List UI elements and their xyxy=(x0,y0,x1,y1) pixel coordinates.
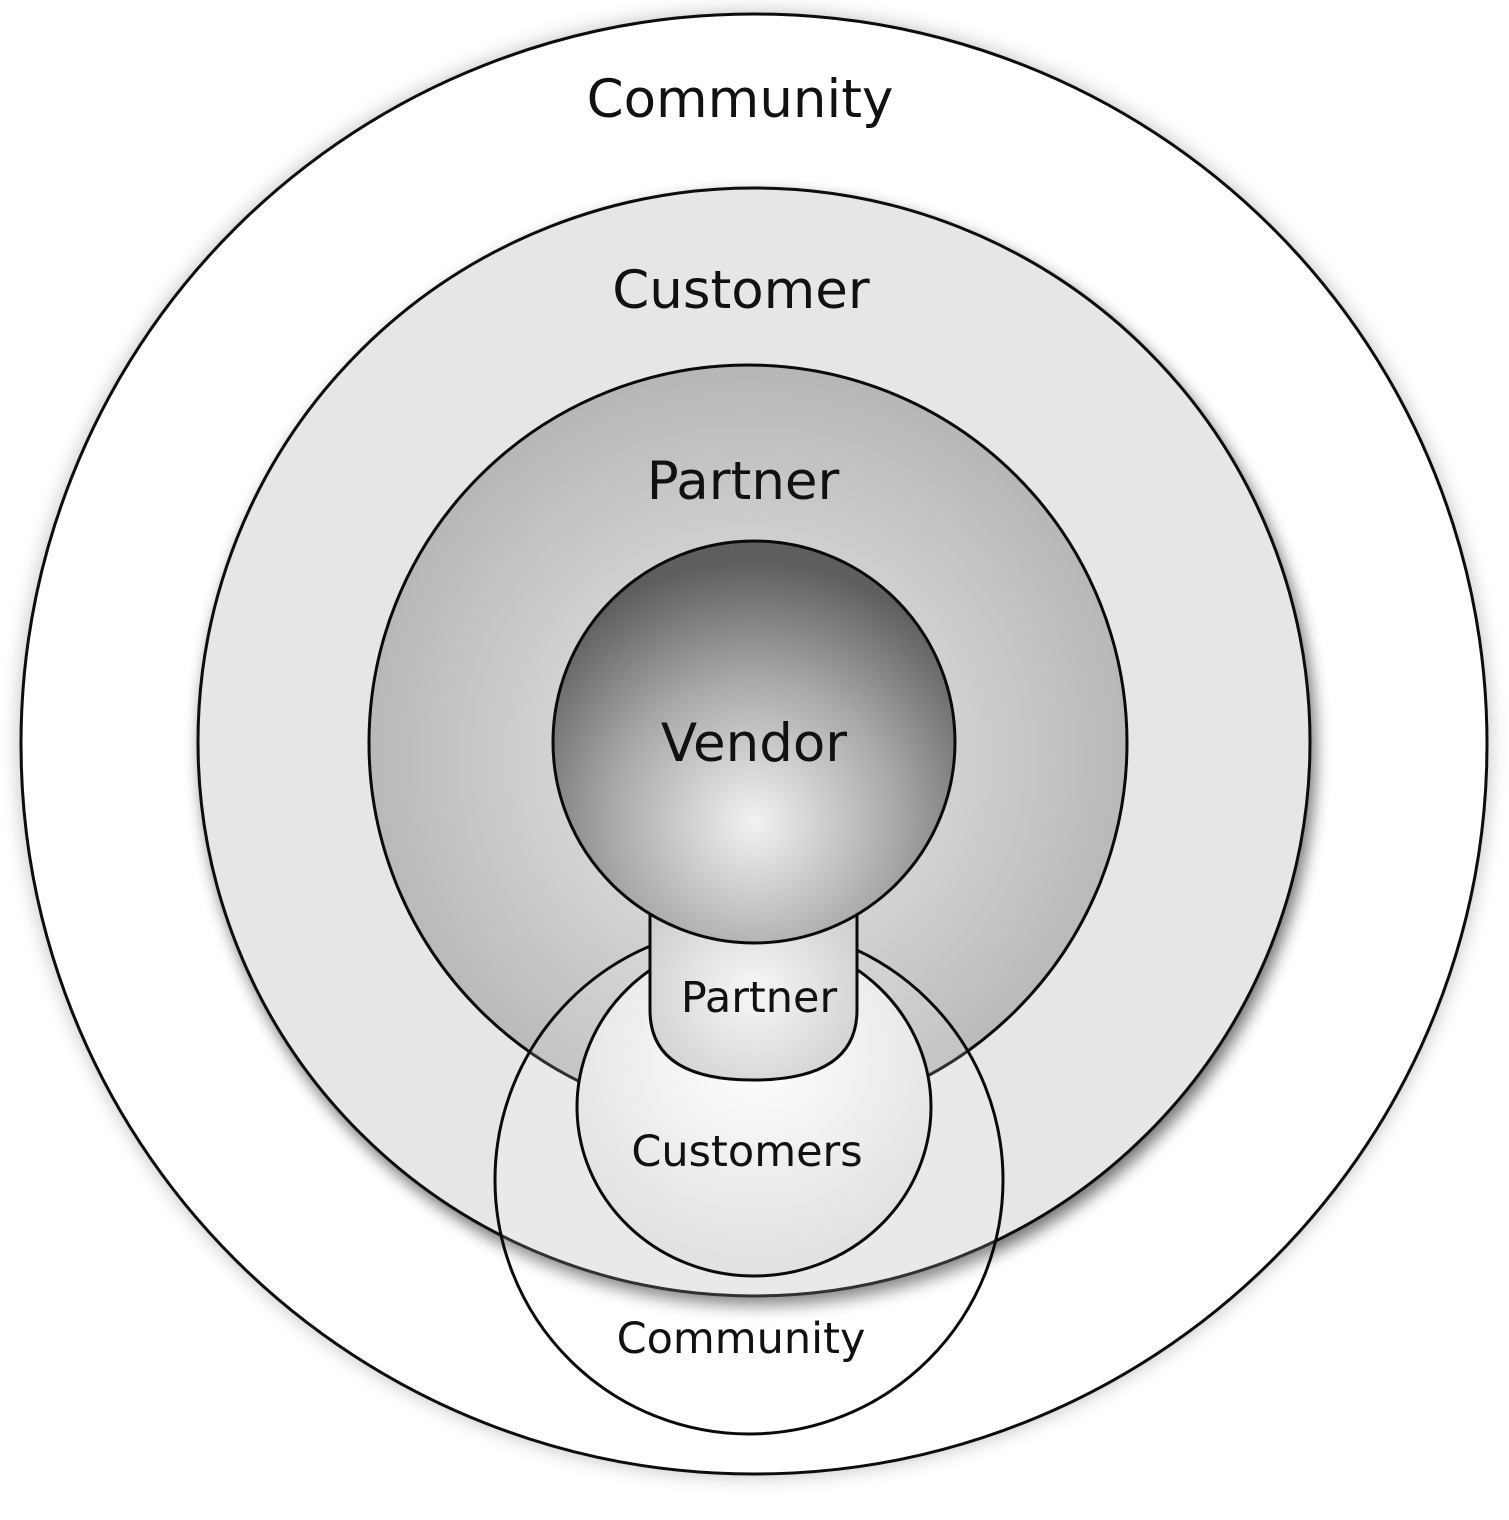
sub-community-label: Community xyxy=(617,1314,866,1364)
sub-customers-label: Customers xyxy=(631,1127,862,1177)
customer-label: Customer xyxy=(612,260,870,321)
vendor-label: Vendor xyxy=(661,713,847,774)
vendor-core xyxy=(551,539,957,945)
sub-partner-label: Partner xyxy=(681,973,838,1023)
partner-label: Partner xyxy=(647,451,840,512)
community-label: Community xyxy=(587,69,894,130)
